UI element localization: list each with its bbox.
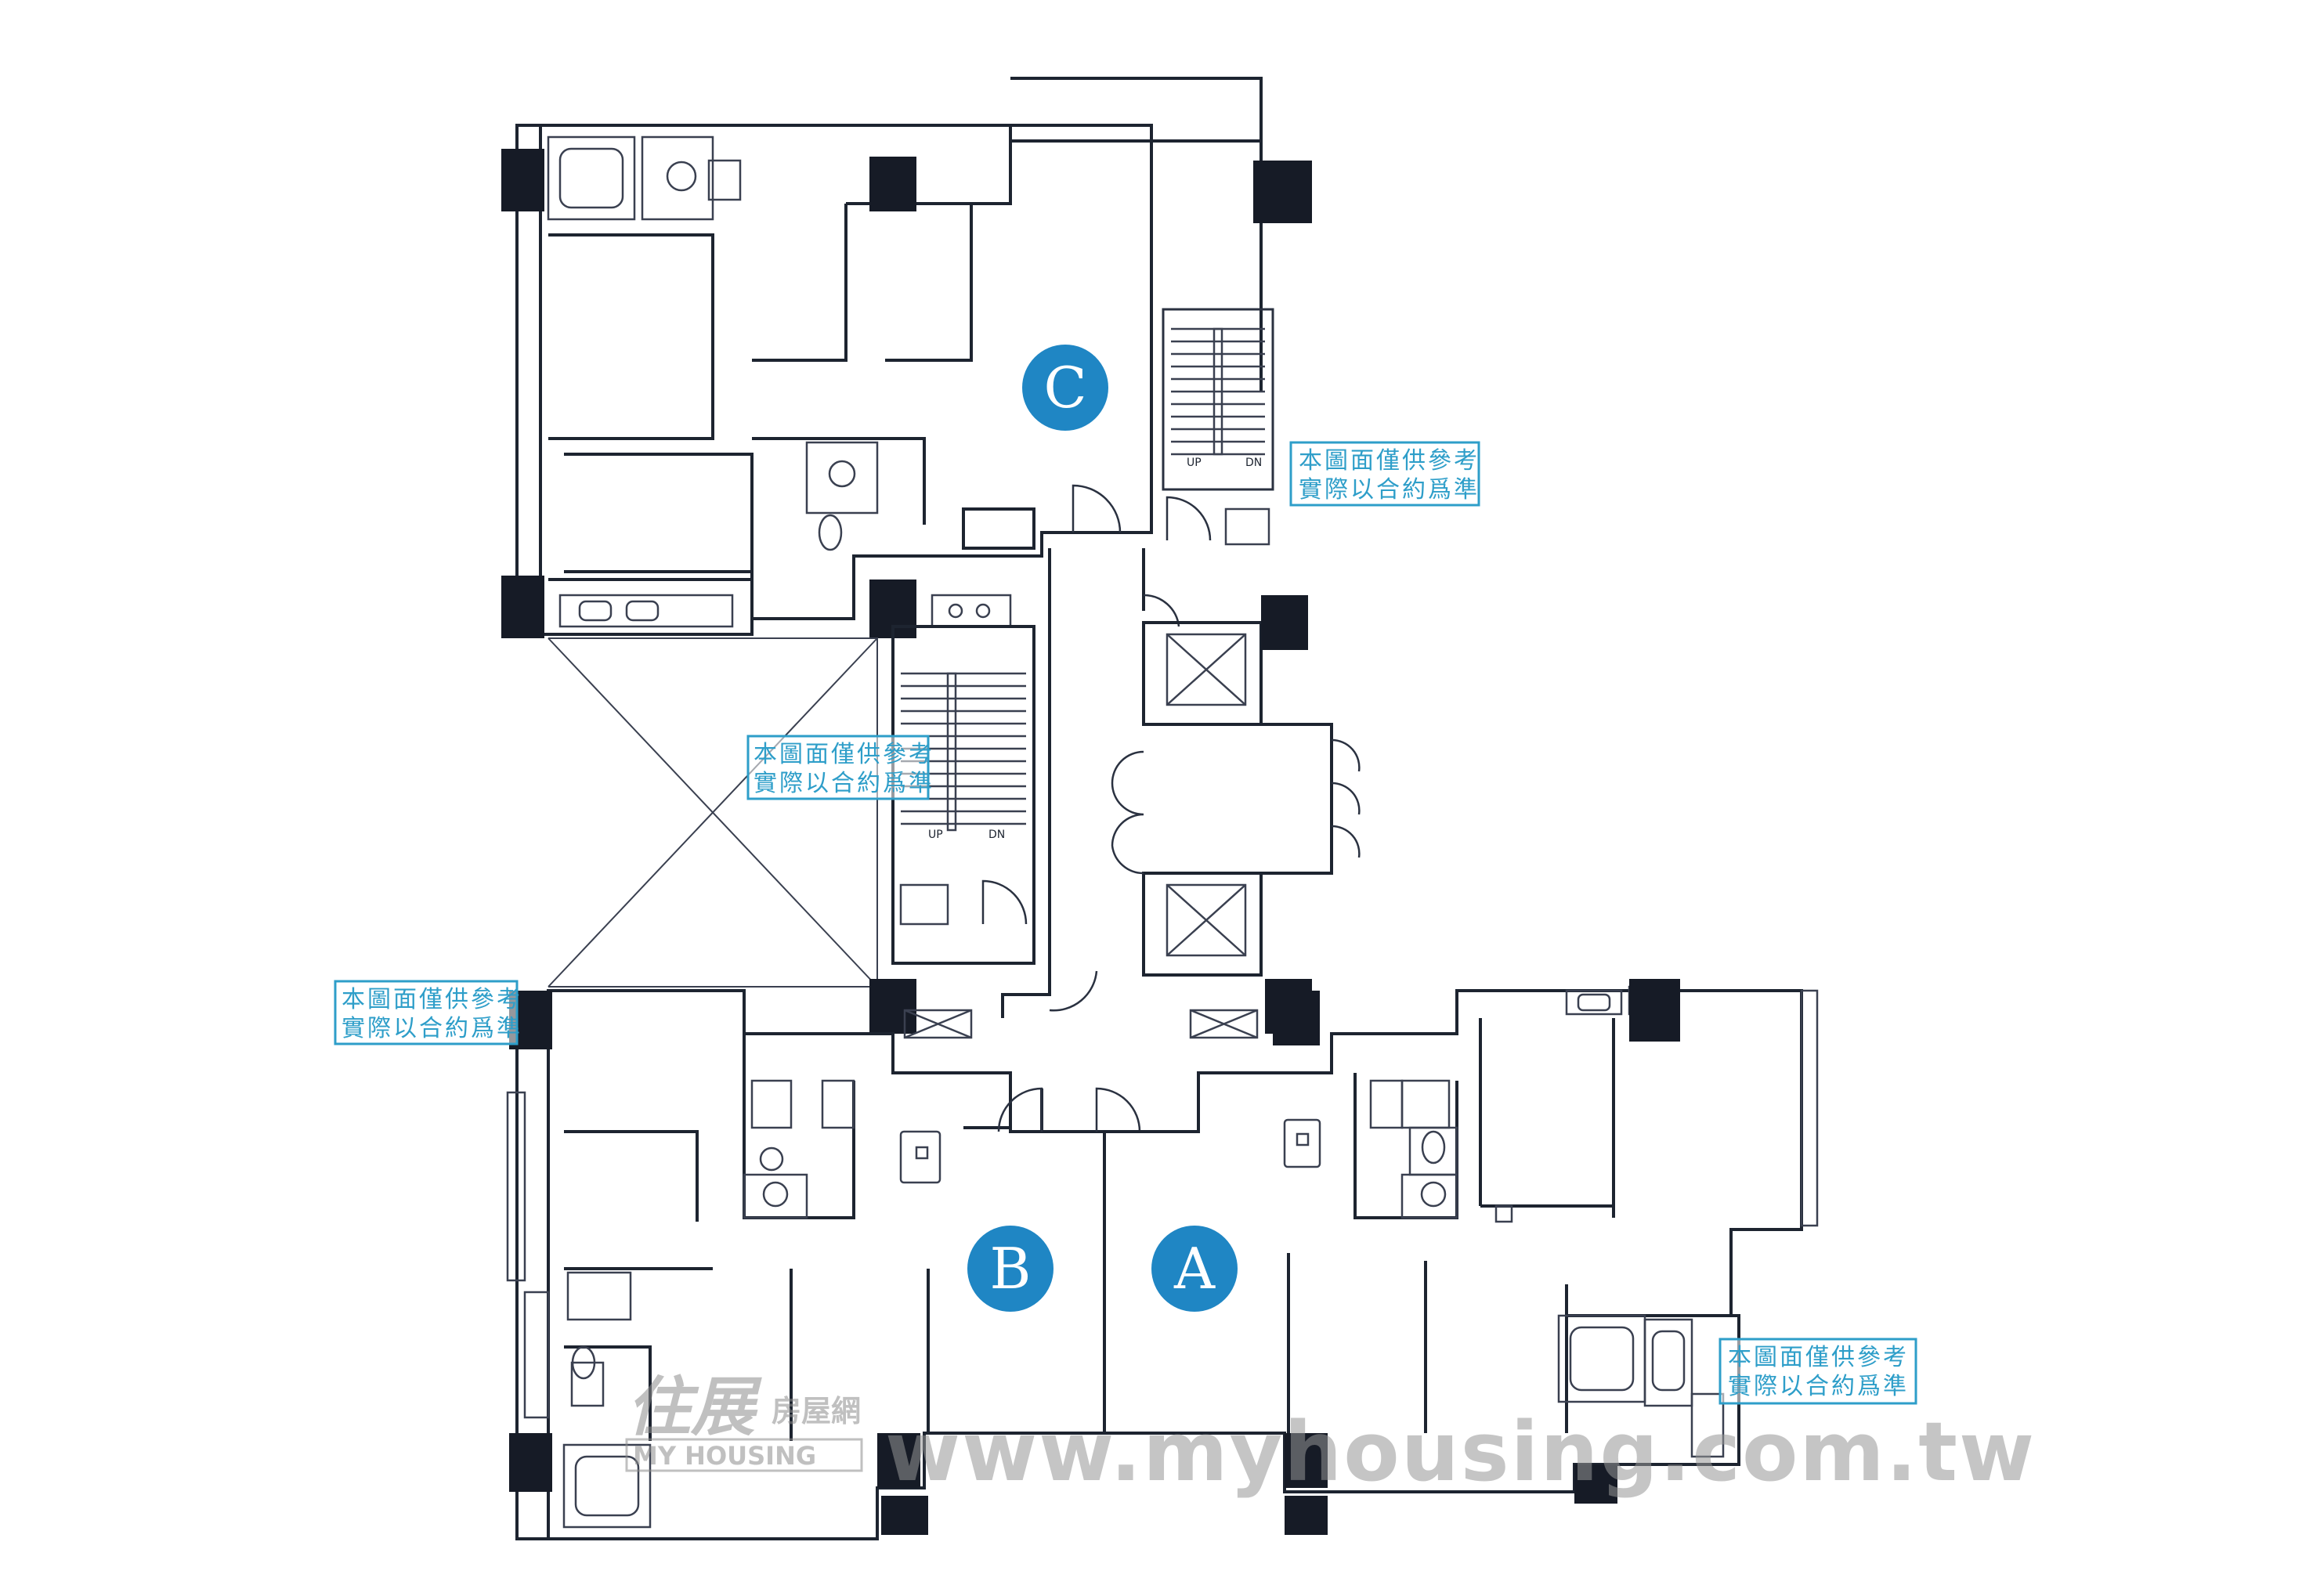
watermark-url: www.myhousing.com.tw [885,1404,2036,1500]
unit-c-letter: C [1043,355,1086,421]
central-stair-dn: DN [988,829,1005,841]
unit-b-badge [967,1226,1053,1312]
stamp-line-1: 本圖面僅供參考 [1728,1344,1909,1371]
watermark-brand-box [625,1438,863,1472]
unit-a-columns [1273,979,1680,1535]
watermark-logo: 住展 [627,1370,762,1445]
stamp-line-1: 本圖面僅供參考 [342,986,522,1013]
stamp-line-1: 本圖面僅供參考 [754,741,934,768]
watermark-brand-en: MY HOUSING [633,1441,816,1471]
stamp-line-2: 實際以合約爲準 [1299,476,1480,504]
void-courtyard [548,637,878,988]
disclaimer-stamp-west: 本圖面僅供參考 實際以合約爲準 [334,980,522,1045]
core: UP DN [869,548,1361,1034]
stamp-line-2: 實際以合約爲準 [1728,1373,1909,1400]
unit-b-letter: B [990,1236,1032,1302]
unit-a-badge [1151,1226,1238,1312]
unit-c-columns [501,149,1312,650]
disclaimer-stamp-east: 本圖面僅供參考 實際以合約爲準 [1718,1338,1917,1405]
unit-a-letter: A [1173,1236,1216,1302]
unit-label-c: C [1022,345,1108,431]
stamp-line-2: 實際以合約爲準 [342,1015,522,1042]
unit-b-fixtures [506,1079,1141,1529]
unit-label-a: A [1151,1226,1238,1312]
stamp-line-2: 實際以合約爲準 [754,770,934,797]
unit-c-badge [1022,345,1108,431]
north-stair-up: UP [1187,457,1202,469]
north-stair-dn: DN [1245,457,1262,469]
watermark: 住展 房屋網 MY HOUSING www.myhousing.com.tw [625,1370,2036,1500]
unit-label-b: B [967,1226,1053,1312]
north-stair: UP DN [1162,308,1274,546]
watermark-brand-cn: 房屋網 [772,1394,861,1428]
central-stair-up: UP [928,829,943,841]
disclaimer-stamp-north: 本圖面僅供參考 實際以合約爲準 [1289,441,1480,507]
disclaimer-stamp-core: 本圖面僅供參考 實際以合約爲準 [746,735,934,800]
stamp-line-1: 本圖面僅供參考 [1299,447,1480,475]
unit-a-fixtures [1283,985,1819,1458]
